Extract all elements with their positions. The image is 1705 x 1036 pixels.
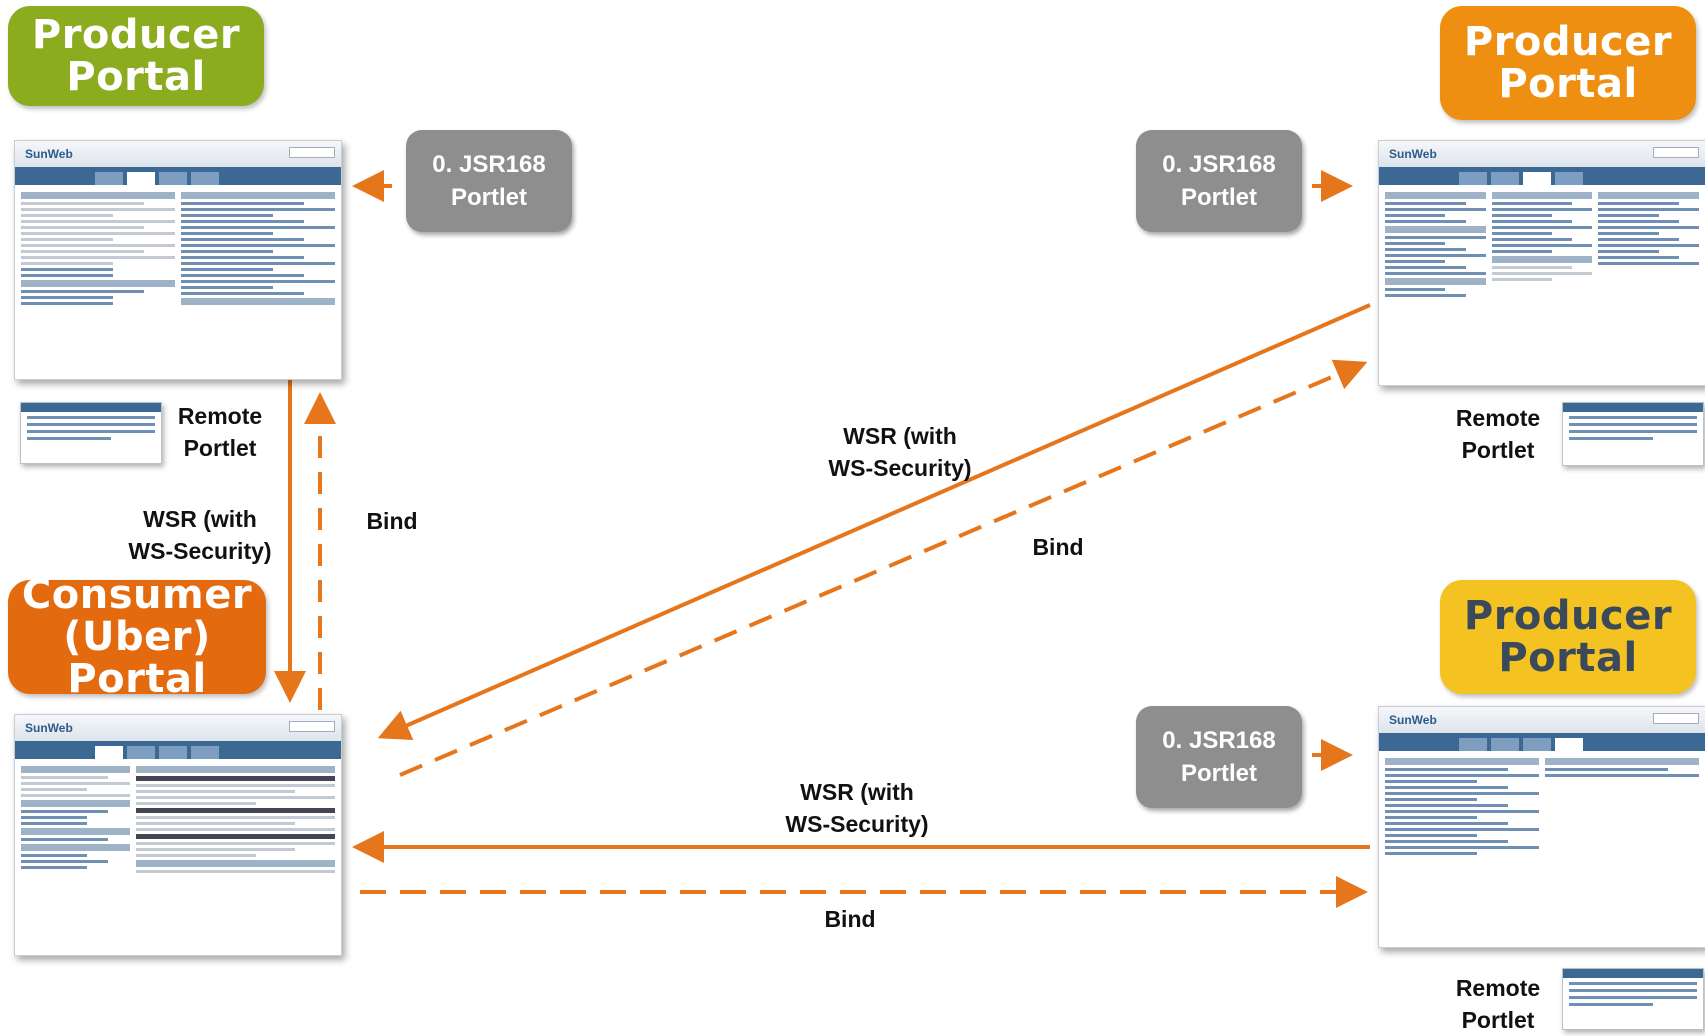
producer-portal-top-left: Producer Portal xyxy=(8,6,264,106)
sunweb-logo: SunWeb xyxy=(1389,147,1437,161)
label-line2: Portlet xyxy=(1461,1007,1535,1033)
label-line1: WSR (with xyxy=(143,506,257,532)
label-line1: WSR (with xyxy=(800,779,914,805)
remote-portlet-label-top-right: Remote Portlet xyxy=(1440,402,1556,466)
label-line1: Remote xyxy=(177,403,263,429)
portal-title-line2: (Uber) Portal xyxy=(63,614,211,702)
bind-label-horizontal: Bind xyxy=(810,903,890,935)
wsr-label-vertical: WSR (with WS-Security) xyxy=(100,503,300,567)
jsr-line1: 0. JSR168 xyxy=(1162,727,1276,754)
consumer-portal: Consumer (Uber) Portal xyxy=(8,574,266,700)
remote-portlet-label-left: Remote Portlet xyxy=(160,400,280,464)
sunweb-screenshot-top-right: SunWeb xyxy=(1378,140,1705,386)
label-line1: WSR (with xyxy=(843,423,957,449)
wsr-arrow-diagonal xyxy=(377,303,1371,741)
jsr-line2: Portlet xyxy=(1180,184,1257,211)
producer-portal-bottom-right: Producer Portal xyxy=(1440,580,1696,694)
jsr-line2: Portlet xyxy=(1180,760,1257,787)
remote-portlet-thumbnail-top-right xyxy=(1562,402,1704,466)
wsr-label-horizontal: WSR (with WS-Security) xyxy=(757,776,957,840)
portal-title-line2: Portal xyxy=(66,54,206,100)
label-line2: Portlet xyxy=(183,435,257,461)
sunweb-logo: SunWeb xyxy=(25,721,73,735)
producer-portal-top-right: Producer Portal xyxy=(1440,6,1696,120)
jsr168-portlet-box-top-right: 0. JSR168 Portlet xyxy=(1136,130,1302,232)
label-line2: WS-Security) xyxy=(128,538,272,564)
label-line2: Portlet xyxy=(1461,437,1535,463)
label-text: Bind xyxy=(366,508,418,534)
label-line1: Remote xyxy=(1455,405,1541,431)
remote-portlet-thumbnail-left xyxy=(20,402,162,464)
bind-label-diagonal: Bind xyxy=(1018,531,1098,563)
sunweb-screenshot-consumer: SunWeb xyxy=(14,714,342,956)
jsr-line1: 0. JSR168 xyxy=(1162,151,1276,178)
jsr168-portlet-box-bottom-right: 0. JSR168 Portlet xyxy=(1136,706,1302,808)
jsr168-portlet-box-left: 0. JSR168 Portlet xyxy=(406,130,572,232)
label-line1: Remote xyxy=(1455,975,1541,1001)
portal-title-line2: Portal xyxy=(1498,635,1638,681)
portal-title-line1: Consumer xyxy=(21,572,253,618)
wsr-label-diagonal: WSR (with WS-Security) xyxy=(800,420,1000,484)
portal-title-line2: Portal xyxy=(1498,61,1638,107)
sunweb-screenshot-bottom-right: SunWeb xyxy=(1378,706,1705,948)
jsr-line1: 0. JSR168 xyxy=(432,151,546,178)
sunweb-screenshot-top-left: SunWeb xyxy=(14,140,342,380)
sunweb-logo: SunWeb xyxy=(25,147,73,161)
jsr-line2: Portlet xyxy=(450,184,527,211)
label-line2: WS-Security) xyxy=(828,455,972,481)
label-text: Bind xyxy=(1032,534,1084,560)
label-line2: WS-Security) xyxy=(785,811,929,837)
portal-title-line1: Producer xyxy=(1463,593,1673,639)
portal-title-line1: Producer xyxy=(31,12,241,58)
remote-portlet-label-bottom-right: Remote Portlet xyxy=(1440,972,1556,1036)
label-text: Bind xyxy=(824,906,876,932)
remote-portlet-thumbnail-bottom-right xyxy=(1562,968,1704,1030)
sunweb-logo: SunWeb xyxy=(1389,713,1437,727)
portal-title-line1: Producer xyxy=(1463,19,1673,65)
bind-arrow-diagonal xyxy=(399,359,1368,777)
bind-label-vertical: Bind xyxy=(352,505,432,537)
